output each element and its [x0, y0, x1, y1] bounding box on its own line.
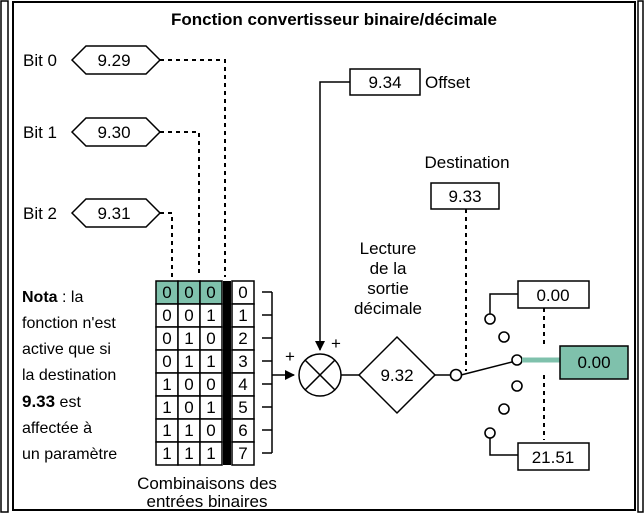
readout-param: 9.32 [380, 366, 413, 385]
selector-output-value: 0.00 [577, 353, 610, 372]
readout-line-3: sortie [367, 279, 409, 298]
table-bit-value: 1 [184, 329, 193, 348]
sum-plus-left: + [285, 347, 295, 366]
table-bit-value: 0 [206, 283, 215, 302]
diagram-title: Fonction convertisseur binaire/décimale [171, 10, 497, 29]
destination-block: Destination 9.33 [424, 153, 510, 371]
bit-1-label: Bit 1 [23, 123, 57, 142]
table-bit-value: 0 [206, 375, 215, 394]
note-line-7: un paramètre [22, 446, 117, 463]
table-cell-decimal [231, 441, 255, 466]
table-bit-value: 0 [184, 375, 193, 394]
table-bit-value: 1 [184, 444, 193, 463]
table-bit-value: 0 [184, 306, 193, 325]
readout-line-4: décimale [354, 299, 422, 318]
bit-2-input: Bit 2 9.31 [23, 198, 173, 277]
table-separator [223, 281, 231, 465]
offset-input: 9.34 Offset [315, 68, 470, 351]
bit-1-input: Bit 1 9.30 [23, 117, 200, 277]
selector-top-value: 0.00 [536, 286, 569, 305]
table-bit-value: 0 [162, 283, 171, 302]
table-bit-value: 1 [162, 375, 171, 394]
table-decimal-value: 4 [238, 375, 247, 394]
note-line-6: affectée à [22, 420, 92, 437]
table-bit-value: 0 [206, 329, 215, 348]
bit-0-label: Bit 0 [23, 51, 57, 70]
table-decimal-value: 5 [238, 398, 247, 417]
readout-line-2: de la [370, 259, 407, 278]
note-line-2: fonction n'est [22, 315, 116, 332]
table-decimal-value: 7 [238, 444, 247, 463]
svg-text:Nota : la: Nota : la [22, 289, 83, 306]
output-selector: 0.00 0.00 21.51 [449, 280, 629, 471]
destination-param: 9.33 [448, 187, 481, 206]
note-bold-param: 9.33 [22, 392, 55, 411]
table-bit-value: 1 [206, 306, 215, 325]
offset-param: 9.34 [368, 73, 401, 92]
table-caption-line-1: Combinaisons des [137, 474, 277, 493]
table-bit-value: 1 [162, 398, 171, 417]
table-decimal-value: 1 [238, 306, 247, 325]
destination-label: Destination [424, 153, 509, 172]
note-block: Nota : la fonction n'est active que si l… [22, 289, 117, 463]
table-decimal-value: 3 [238, 352, 247, 371]
bit-0-param: 9.29 [97, 51, 130, 70]
svg-text:9.33 est: 9.33 est [22, 392, 81, 411]
table-bit-value: 0 [162, 329, 171, 348]
table-bit-value: 1 [206, 444, 215, 463]
note-line-3: active que si [22, 341, 111, 358]
summing-junction: + + [285, 334, 342, 397]
note-line-4: la destination [22, 367, 116, 384]
bit-2-label: Bit 2 [23, 204, 57, 223]
table-bit-value: 1 [184, 352, 193, 371]
bit-0-input: Bit 0 9.29 [23, 45, 226, 277]
table-bus [262, 291, 295, 454]
note-line-5: est [55, 394, 81, 411]
table-bit-value: 1 [162, 444, 171, 463]
table-bit-value: 1 [162, 421, 171, 440]
table-bit-value: 0 [162, 306, 171, 325]
note-line-1: : la [58, 289, 84, 306]
sum-plus-top: + [331, 334, 341, 353]
table-bit-value: 0 [162, 352, 171, 371]
readout-block: Lecture de la sortie décimale 9.32 [354, 239, 450, 415]
table-decimal-value: 6 [238, 421, 247, 440]
note-bold-prefix: Nota [22, 289, 58, 306]
readout-line-1: Lecture [360, 239, 417, 258]
table-caption-line-2: entrées binaires [147, 492, 268, 511]
table-bit-value: 1 [206, 398, 215, 417]
table-cell-bit [199, 441, 223, 466]
table-decimal-value: 0 [238, 283, 247, 302]
table-bit-value: 0 [206, 421, 215, 440]
table-bit-value: 0 [184, 283, 193, 302]
offset-label: Offset [425, 73, 470, 92]
table-bit-value: 1 [206, 352, 215, 371]
bit-1-param: 9.30 [97, 123, 130, 142]
bit-2-param: 9.31 [97, 204, 130, 223]
table-decimal-value: 2 [238, 329, 247, 348]
selector-bottom-value: 21.51 [532, 448, 575, 467]
table-bit-value: 1 [184, 421, 193, 440]
table-bit-value: 0 [184, 398, 193, 417]
